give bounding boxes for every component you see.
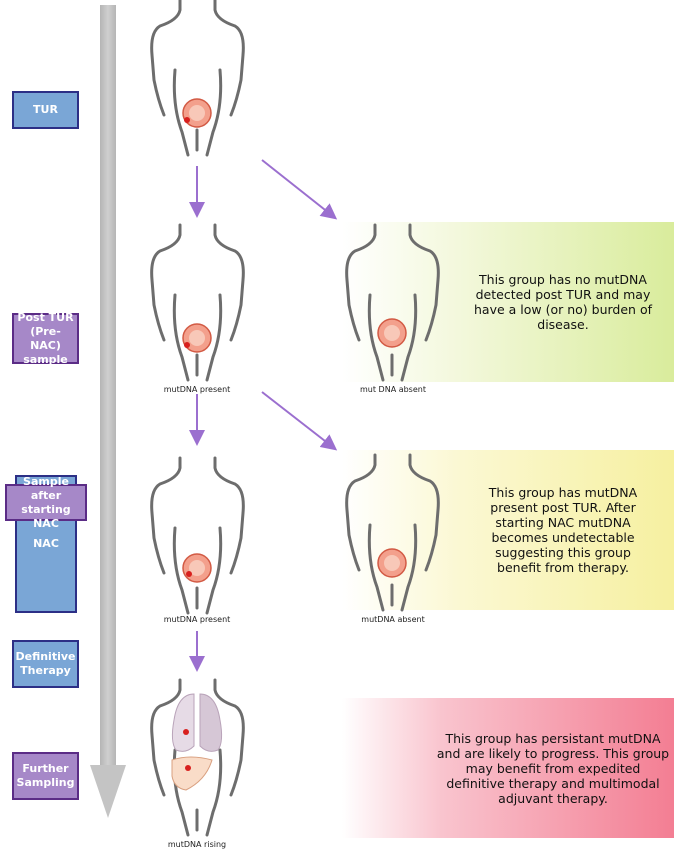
tumor-icon: [186, 571, 192, 577]
body-figure-rising: [150, 678, 245, 837]
stage-definitive-label: Definitive Therapy: [15, 650, 76, 677]
metastasis-icon: [185, 765, 191, 771]
stage-definitive: Definitive Therapy: [12, 640, 79, 688]
stage-nac-label: NAC: [33, 537, 59, 550]
panel-no-mutdna: This group has no mutDNA detected post T…: [342, 222, 674, 382]
stage-tur: TUR: [12, 91, 79, 129]
stage-tur-label: TUR: [33, 103, 58, 116]
lung-left-icon: [171, 693, 195, 752]
caption-absent-2: mutDNA absent: [361, 615, 425, 624]
stage-sample-after: Sample after starting NAC: [5, 475, 87, 530]
body-figure-nac: [150, 456, 245, 615]
panel-mutdna-persistent: This group has persistant mutDNA and are…: [342, 698, 674, 838]
arrow-diag-1: [261, 159, 338, 220]
stage-sample-after-label: Sample after starting NAC: [21, 474, 71, 530]
stage-post-tur: Post TUR (Pre-NAC) sample: [12, 310, 79, 366]
panel-mutdna-persistent-text: This group has persistant mutDNA and are…: [436, 730, 670, 806]
panel-no-mutdna-text: This group has no mutDNA detected post T…: [474, 272, 652, 332]
stage-further: Further Sampling: [12, 752, 79, 800]
caption-present-2: mutDNA present: [163, 615, 231, 624]
panel-mutdna-cleared: This group has mutDNA present post TUR. …: [342, 450, 674, 610]
caption-absent-1: mut DNA absent: [360, 385, 426, 394]
timeline-arrow: [90, 5, 126, 818]
tumor-icon: [184, 117, 190, 123]
caption-present-1: mutDNA present: [163, 385, 231, 394]
stage-further-label: Further Sampling: [16, 762, 75, 789]
arrow-diag-2: [261, 391, 338, 451]
liver-icon: [171, 756, 213, 791]
panel-mutdna-cleared-text: This group has mutDNA present post TUR. …: [488, 485, 638, 575]
caption-rising: mutDNA rising: [167, 840, 227, 849]
body-figure-tur: [150, 0, 245, 157]
body-figure-absent-1: [345, 223, 440, 382]
metastasis-icon: [183, 729, 189, 735]
tumor-icon: [184, 342, 190, 348]
body-figure-absent-2: [345, 453, 440, 612]
stage-post-tur-label: Post TUR (Pre-NAC) sample: [17, 310, 74, 366]
body-figure-post-tur: [150, 223, 245, 382]
lung-right-icon: [199, 693, 223, 752]
